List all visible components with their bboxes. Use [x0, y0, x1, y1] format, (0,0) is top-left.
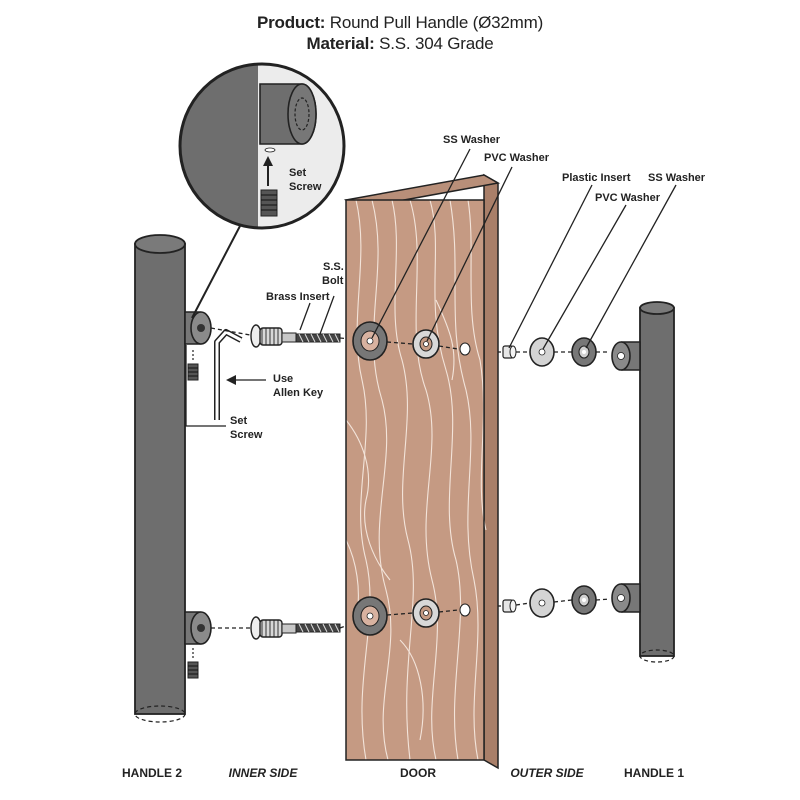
pvc-washer-inner-lower	[412, 598, 440, 628]
ss-bolt-label-2: Bolt	[322, 275, 344, 287]
lower-bolt-assembly	[211, 616, 363, 640]
material-label: Material:	[306, 34, 375, 53]
pvc-washer-outer-lower	[529, 588, 555, 618]
ss-washer-outer-lower	[571, 585, 597, 615]
door-edge	[483, 173, 499, 770]
ss-washer-inner-lower	[352, 596, 388, 636]
handle-2-top-cap	[134, 234, 186, 254]
pvc-washer-inner-label: PVC Washer	[484, 152, 550, 164]
plastic-insert-upper	[502, 345, 517, 359]
wood-grain	[346, 199, 487, 761]
plastic-insert-lower	[502, 599, 517, 613]
pvc-washer-outer-label: PVC Washer	[595, 192, 661, 204]
set-screw-lower	[187, 648, 199, 679]
upper-bolt-assembly	[210, 324, 363, 348]
ss-bolt-label-1: S.S.	[323, 261, 344, 273]
brass-insert-label: Brass Insert	[266, 291, 330, 303]
product-line: Product: Round Pull Handle (Ø32mm)	[0, 13, 800, 33]
ss-washer-outer-upper	[571, 337, 597, 367]
ss-washer-inner-upper	[352, 321, 388, 361]
plastic-insert-label: Plastic Insert	[562, 172, 631, 184]
inner-side-label: INNER SIDE	[229, 766, 299, 780]
use-allen-key-label-1: Use	[273, 373, 293, 385]
material-line: Material: S.S. 304 Grade	[0, 34, 800, 54]
allen-key-arrow	[226, 375, 236, 385]
use-allen-key-label-2: Allen Key	[273, 387, 324, 399]
set-screw-label-1: Set	[230, 415, 247, 427]
set-screw-label-2: Screw	[230, 429, 263, 441]
door-hole-lower	[459, 603, 471, 617]
product-label: Product:	[256, 13, 326, 32]
leader-lines	[185, 148, 677, 427]
handle-1-top-cap	[639, 301, 675, 315]
product-value: Round Pull Handle (Ø32mm)	[329, 13, 544, 32]
detail-set-screw-label-1: Set	[289, 167, 306, 179]
set-screw-upper	[187, 350, 199, 381]
handle-2	[134, 234, 212, 723]
brass-insert-lower	[259, 619, 283, 638]
door-label: DOOR	[400, 766, 436, 780]
ss-washer-outer-label: SS Washer	[648, 172, 706, 184]
door-panel	[343, 173, 501, 770]
material-value: S.S. 304 Grade	[379, 34, 494, 53]
ss-washer-inner-label: SS Washer	[443, 134, 501, 146]
brass-insert-upper	[259, 327, 283, 346]
handle-1-bar	[639, 307, 675, 657]
handle-2-label: HANDLE 2	[122, 766, 182, 780]
outer-side-label: OUTER SIDE	[510, 766, 584, 780]
pvc-washer-outer-upper	[529, 337, 555, 367]
door-hole-upper	[459, 342, 471, 356]
outer-parts-lower	[498, 585, 611, 618]
handle-2-bar	[134, 243, 186, 715]
door-face	[346, 200, 484, 760]
detail-set-screw-label-2: Screw	[289, 181, 322, 193]
handle-1	[611, 301, 675, 663]
handle-1-label: HANDLE 1	[624, 766, 684, 780]
allen-key	[214, 329, 243, 420]
outer-parts-upper	[498, 337, 610, 367]
pvc-washer-inner-upper	[412, 329, 440, 359]
